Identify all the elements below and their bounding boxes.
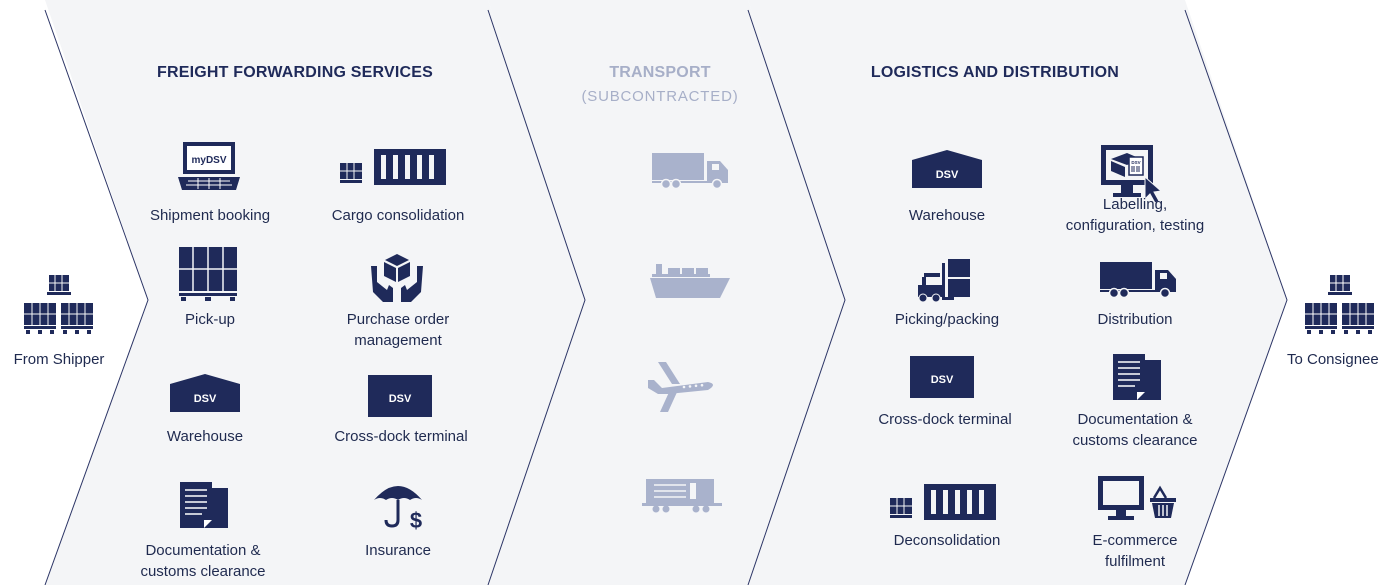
warehouse-icon: DSV [912,150,982,188]
documentation-label: Documentation & customs clearance [140,542,266,580]
warehouse-icon: DSV [170,374,240,412]
forklift-icon [918,259,970,303]
hands-box-icon [371,254,423,302]
purchase-order-label: Purchase order management [346,311,450,349]
distribution-label: Distribution [1097,311,1173,328]
insurance-label: Insurance [365,542,431,559]
truck-icon [652,153,728,189]
picking-packing-label: Picking/packing [894,311,1000,328]
monitor-basket-icon [1098,476,1176,520]
ecommerce-label: E-commerce fulfilment [1092,532,1178,570]
freight-title: FREIGHT FORWARDING SERVICES [157,64,433,81]
terminal-icon: DSV [368,375,432,417]
label-logo-text: DSV [1131,160,1140,165]
pallet-stack-icon [179,247,237,301]
pallets-icon [24,275,93,334]
terminal-logo-text: DSV [389,393,412,405]
ld-documentation-label: Documentation & customs clearance [1072,411,1198,449]
transport-subtitle: (SUBCONTRACTED) [581,88,739,105]
ld-warehouse-label: Warehouse [908,207,986,224]
warehouse-label: Warehouse [166,428,244,445]
laptop-icon: myDSV [178,142,240,190]
plane-icon [648,362,713,412]
terminal-icon: DSV [910,356,974,398]
warehouse-logo-text: DSV [194,393,217,405]
documents-icon [1113,354,1161,400]
container-icon [890,484,996,520]
to-consignee-label: To Consignee [1287,351,1379,368]
labelling-label: Labelling, configuration, testing [1065,196,1205,234]
cross-dock-label: Cross-dock terminal [334,428,468,445]
rail-wagon-icon [642,479,722,513]
from-shipper-label: From Shipper [13,351,105,368]
transport-title: TRANSPORT [609,64,711,81]
divider-1 [44,9,149,585]
cargo-consolidation-label: Cargo consolidation [331,207,465,224]
logistics-title: LOGISTICS AND DISTRIBUTION [870,64,1120,81]
terminal-logo-text: DSV [931,374,954,386]
monitor-cursor-icon: DSV [1101,145,1163,203]
svg-text:$: $ [410,508,422,530]
ship-icon [650,264,730,298]
pick-up-label: Pick-up [184,311,236,328]
divider-4 [1184,9,1288,585]
panel-freight [45,0,585,585]
container-icon [340,149,446,185]
truck-icon [1100,262,1176,298]
warehouse-logo-text: DSV [936,169,959,181]
divider-2 [487,9,586,585]
deconsolidation-label: Deconsolidation [893,532,1001,549]
umbrella-dollar-icon: $ [374,486,422,530]
ld-cross-dock-label: Cross-dock terminal [878,411,1012,428]
divider-3 [747,9,846,585]
documents-icon [180,482,228,528]
shipment-booking-label: Shipment booking [149,207,271,224]
pallets-icon [1305,275,1374,334]
laptop-screen-text: myDSV [191,155,226,166]
